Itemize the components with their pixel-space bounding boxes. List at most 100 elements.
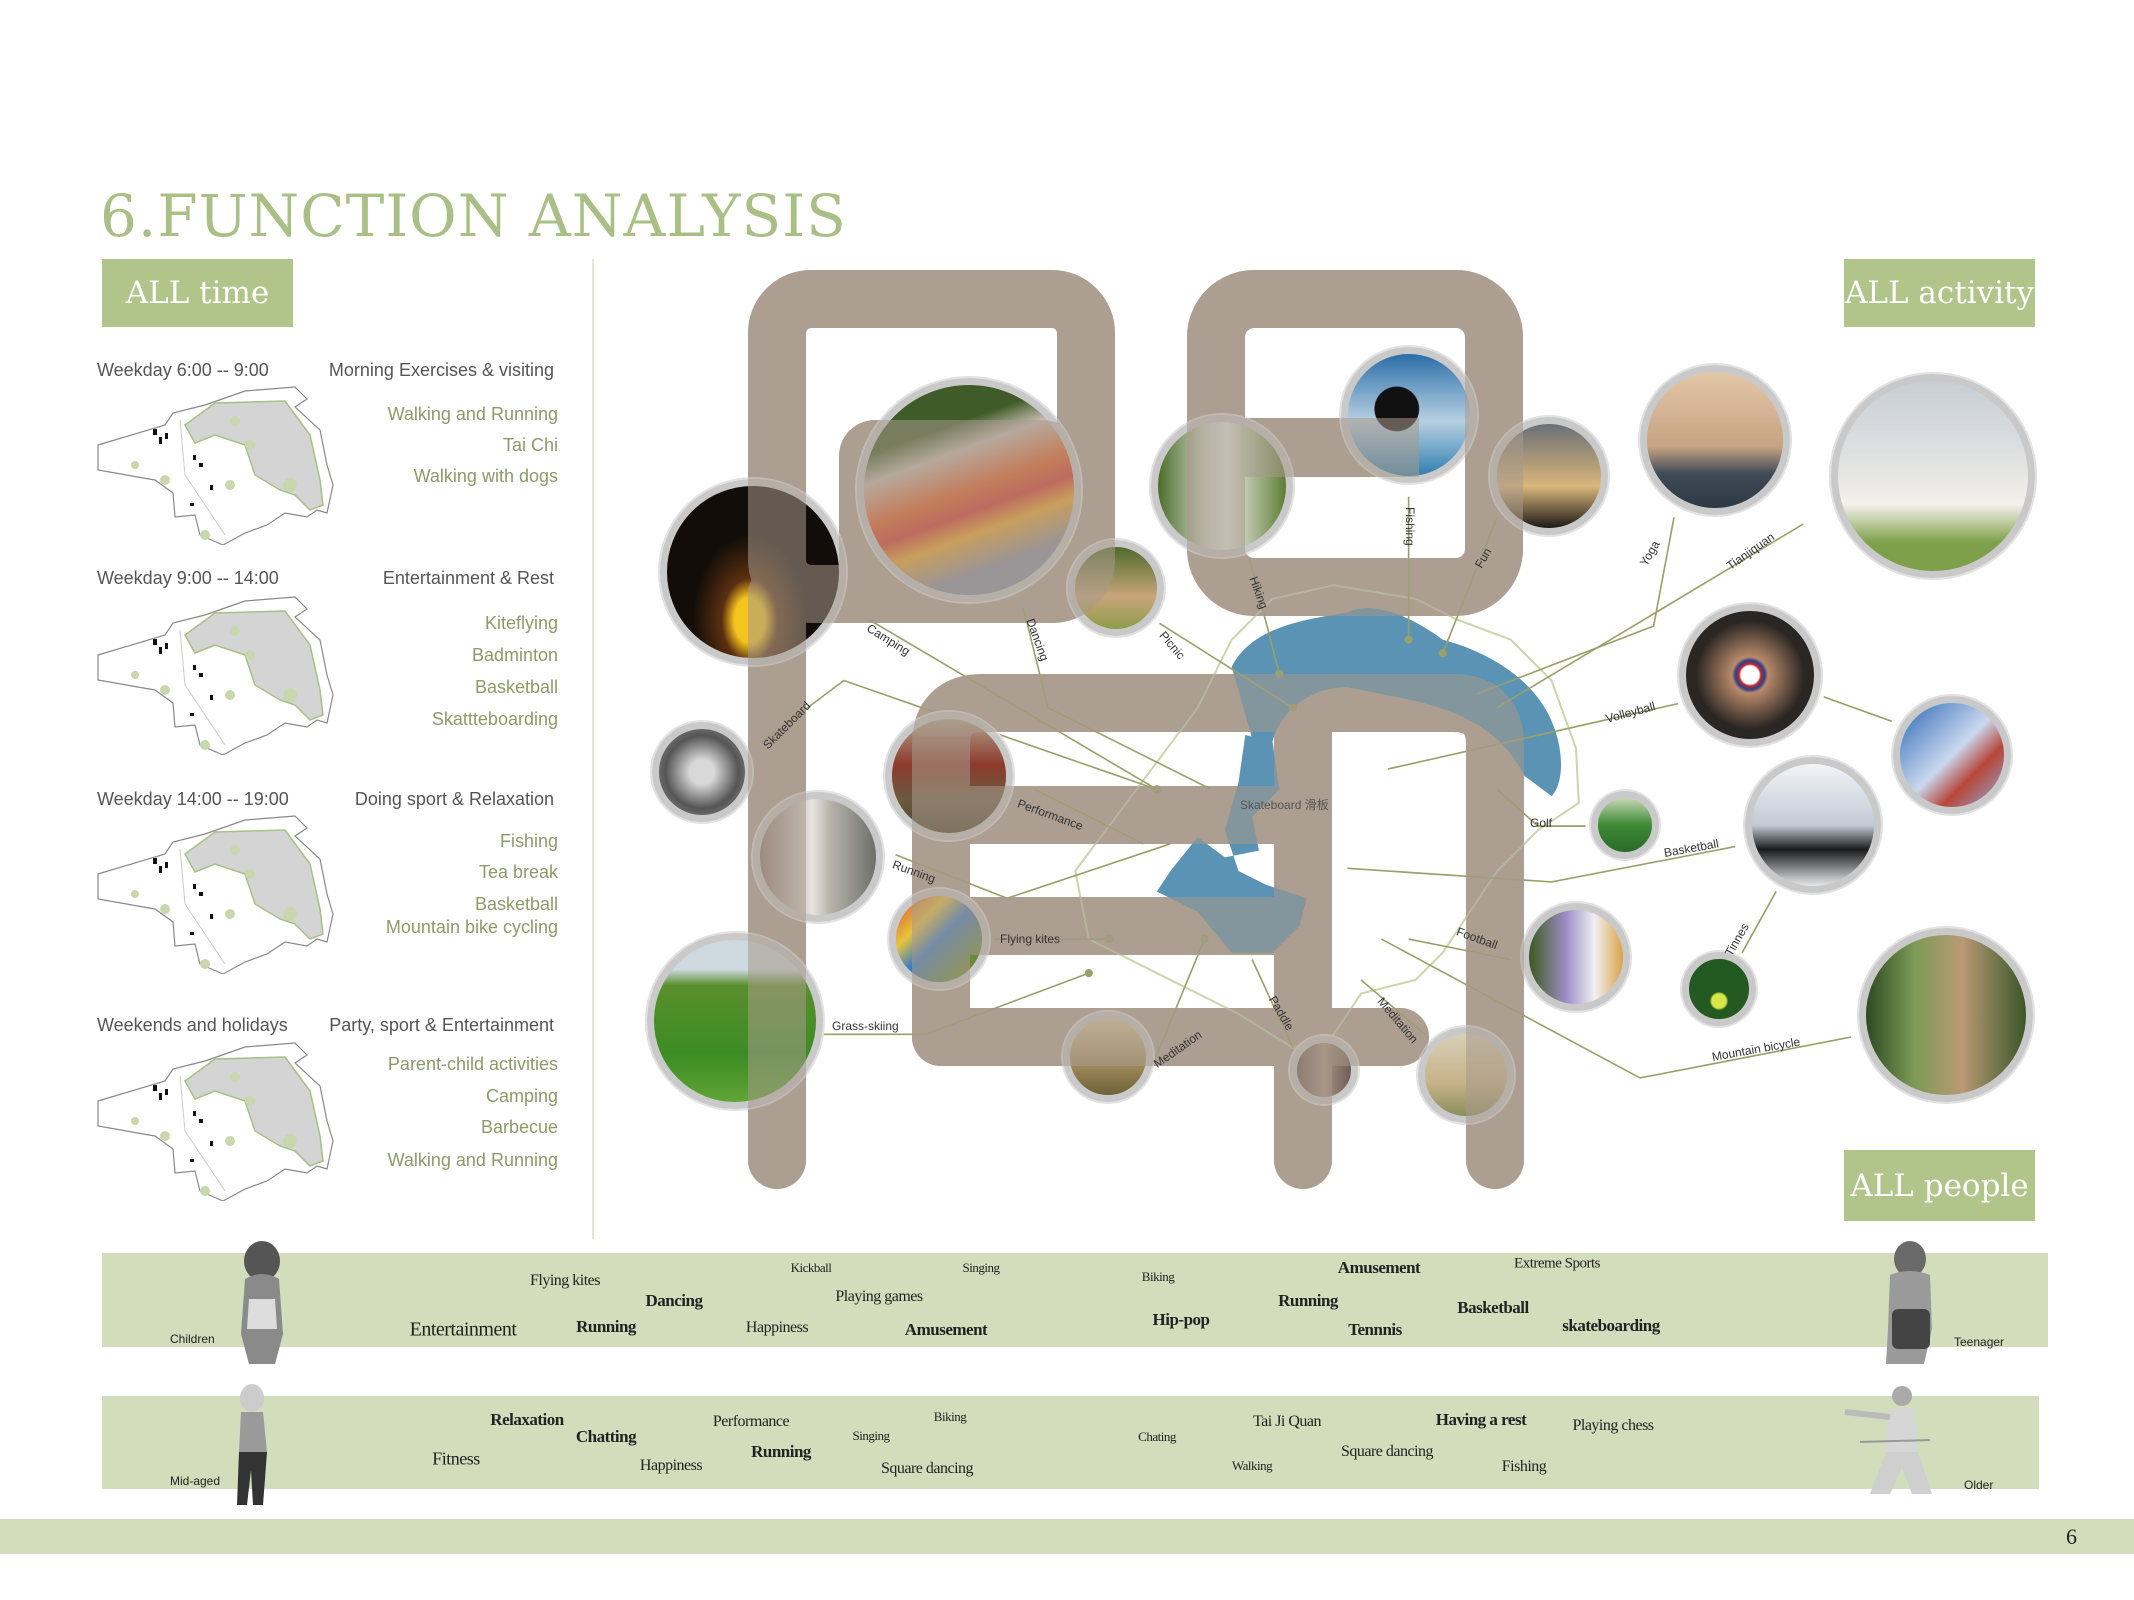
people-word: Running [751,1442,811,1461]
footer-bar [0,1519,2134,1554]
photo-skateboard [652,722,752,822]
people-word: Tai Ji Quan [1252,1413,1322,1430]
people-word: Amusement [904,1320,988,1339]
photo-camping [660,479,846,665]
photo-tianjiquan [1831,374,2035,578]
people-word: Entertainment [409,1318,517,1341]
label-grass-skiing: Grass-skiing [832,1019,899,1033]
people-band-2: Mid-aged Relaxation Chatting Fitness Per… [102,1384,2039,1505]
photo-picnic [1068,540,1164,636]
people-word: Walking [1231,1458,1273,1473]
older-figure [1844,1386,1932,1494]
period-time: Weekday 6:00 -- 9:00 [97,360,269,380]
people-word: Happiness [745,1319,809,1336]
lake-north [1231,608,1562,797]
period-activity: Walking and Running [387,1150,558,1170]
photo-fun [1490,417,1608,535]
children-label: Children [170,1332,215,1346]
photo-fishing [1341,347,1477,483]
period-activity: Camping [485,1086,558,1106]
photo-volleyball-hands [1679,604,1821,746]
period-activity: Walking and Running [387,404,558,424]
period-activity: Badminton [471,645,558,665]
photo-performance [885,712,1013,840]
people-word: Biking [1141,1269,1175,1284]
people-word: Having a rest [1435,1410,1527,1429]
page-number: 6 [2066,1524,2077,1549]
photo-golf [1591,791,1659,859]
period-activity: Skattteboarding [431,709,558,729]
teenager-label: Teenager [1954,1335,2005,1349]
mid-aged-label: Mid-aged [170,1474,221,1488]
divider [592,259,594,1239]
photo-volleyball-players [1893,696,2011,814]
period-activity: Barbecue [480,1117,558,1137]
people-band-1: Children Flying kites Dancing Entertainm… [102,1241,2048,1364]
period-activity: Tea break [478,862,558,882]
label-skateboard-zone: Skateboard 滑板 [1240,798,1329,812]
people-word: Running [1278,1291,1338,1310]
people-word: Amusement [1337,1258,1421,1277]
people-word: Singing [852,1428,890,1443]
period-time: Weekday 14:00 -- 19:00 [97,789,289,809]
older-label: Older [1964,1478,1994,1492]
period-activity: Walking with dogs [413,466,558,486]
people-word: Tennnis [1348,1320,1402,1339]
period-activity: Mountain bike cycling [385,917,558,937]
people-word: Performance [712,1413,790,1430]
people-word: Happiness [639,1457,703,1474]
people-word: Fitness [432,1448,480,1469]
photo-basketball [1745,757,1881,893]
period-activity: Kiteflying [484,613,558,633]
photo-meditation [1063,1012,1153,1102]
photo-tennis [1682,952,1756,1026]
people-word: Dancing [645,1291,703,1310]
people-word: Hip-pop [1152,1310,1210,1329]
label-flying-kites: Flying kites [1000,932,1061,946]
period-theme: Entertainment & Rest [382,568,554,588]
people-word: Chatting [575,1427,637,1446]
mid-aged-figure [237,1384,267,1505]
people-word: Square dancing [880,1460,974,1477]
people-word: Biking [933,1409,967,1424]
people-word: Fishing [1501,1458,1547,1475]
child-figure [241,1241,283,1364]
photo-mountain-bicycle [1859,928,2033,1102]
period-activity: Basketball [474,894,558,914]
period-activity: Parent-child activities [387,1054,558,1074]
period-activity: Tai Chi [502,435,558,455]
photo-grass-skiing [647,933,823,1109]
period-theme: Party, sport & Entertainment [329,1015,554,1035]
people-word: Playing games [835,1288,923,1305]
people-word: Square dancing [1340,1443,1434,1460]
period-theme: Doing sport & Relaxation [354,789,554,809]
photo-paddle [1290,1036,1358,1104]
label-golf: Golf [1530,816,1553,830]
photo-hiking [1151,415,1293,557]
people-word: Playing chess [1572,1417,1654,1434]
teenager-figure [1886,1241,1932,1364]
people-word: Flying kites [529,1272,601,1289]
photo-meditation-2 [1418,1027,1514,1123]
label-fishing: Fishing [1403,507,1417,546]
people-word: Basketball [1457,1298,1529,1317]
all-activity-box: ALL activity [1844,259,2035,327]
people-word: Running [576,1317,636,1336]
people-word: Kickball [790,1260,832,1275]
period-time: Weekends and holidays [97,1015,288,1035]
photo-dancing [857,378,1081,602]
page-title: 6.FUNCTION ANALYSIS [100,182,847,250]
period-time: Weekday 9:00 -- 14:00 [97,568,279,588]
people-word: Relaxation [490,1410,564,1429]
people-word: Singing [962,1260,1000,1275]
photo-yoga [1640,365,1790,515]
people-word: Chating [1138,1429,1176,1444]
period-activity: Fishing [499,831,558,851]
photo-football [1522,903,1630,1011]
all-people-box: ALL people [1844,1150,2035,1221]
period-theme: Morning Exercises & visiting [328,360,554,380]
people-word: Extreme Sports [1514,1255,1600,1272]
photo-flying-kites [889,889,989,989]
photo-running [753,792,883,922]
period-activity: Basketball [474,677,558,697]
